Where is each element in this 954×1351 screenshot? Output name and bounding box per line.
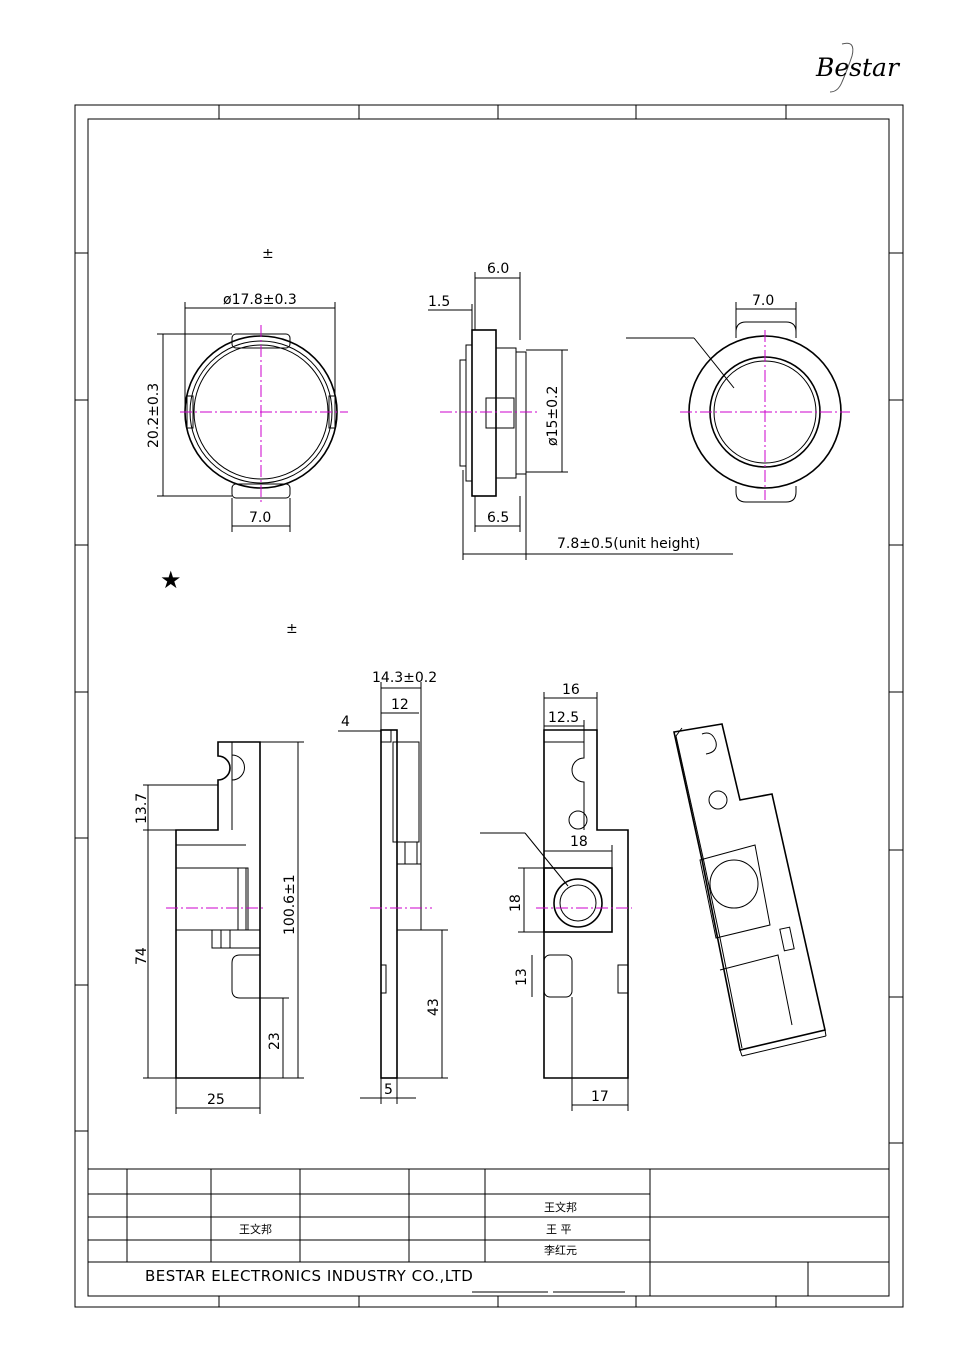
star-icon: ★: [160, 566, 182, 594]
side-flange-label: 4: [341, 714, 350, 730]
front-tab-width-label: 7.0: [249, 510, 271, 526]
bracket-front-view: 13.7 74 100.6±1 23 25: [134, 741, 304, 1114]
side-depth-label: 6.0: [487, 261, 509, 277]
unit-height-label: 7.8±0.5(unit height): [557, 536, 700, 552]
back-hole-height-label: 18: [508, 894, 524, 912]
title-block: 王文邦 王 平 李红元 王文邦 BESTAR ELECTRONICS INDUS…: [88, 1168, 889, 1296]
bracket-side-view: 14.3±0.2 12 4 43 5: [338, 670, 448, 1104]
front-diameter-label: ø17.8±0.3: [223, 292, 297, 308]
tolerance-symbol-top: ±: [262, 246, 274, 262]
speaker-side-view: 6.0 1.5 ø15±0.2 6.5 7.8±0.5(unit height): [428, 261, 733, 560]
bestar-logo: Bestar: [812, 38, 912, 98]
title-name-1: 王文邦: [544, 1200, 577, 1214]
bracket-total-height-label: 100.6±1: [282, 874, 298, 935]
side-inner-width-label: 12: [391, 697, 409, 713]
back-total-label: 16: [562, 682, 580, 698]
side-lower-height-label: 43: [426, 998, 442, 1016]
tolerance-symbol-bottom: ±: [286, 621, 298, 637]
logo-text: Bestar: [815, 53, 901, 82]
side-total-width-label: 14.3±0.2: [372, 670, 437, 686]
front-height-label: 20.2±0.3: [146, 383, 162, 448]
side-base-label: 6.5: [487, 510, 509, 526]
title-name-4: 王文邦: [239, 1222, 272, 1236]
drawing-frame: [74, 104, 904, 1308]
speaker-front-view: ø17.8±0.3 20.2±0.3 7.0: [146, 292, 348, 532]
bracket-bottom-step-label: 23: [267, 1032, 283, 1050]
back-hole-width-label: 18: [570, 834, 588, 850]
side-diameter-label: ø15±0.2: [545, 386, 561, 446]
bracket-isometric-view: [673, 723, 827, 1057]
back-bottom-width-label: 17: [591, 1089, 609, 1105]
bracket-width-label: 25: [207, 1092, 225, 1108]
bracket-top-offset-label: 13.7: [134, 793, 150, 824]
back-slot-height-label: 13: [514, 968, 530, 986]
bracket-back-view: 16 12.5 18 18 13 17: [480, 682, 632, 1111]
speaker-back-view: 7.0: [626, 293, 850, 503]
back-tab-width-label: 7.0: [752, 293, 774, 309]
back-inner-label: 12.5: [548, 710, 579, 726]
title-name-3: 李红元: [544, 1243, 577, 1257]
side-base-label: 5: [384, 1082, 393, 1098]
bracket-lower-height-label: 74: [134, 947, 150, 965]
side-flange-label: 1.5: [428, 294, 450, 310]
company-name: BESTAR ELECTRONICS INDUSTRY CO.,LTD: [145, 1267, 473, 1285]
title-name-2: 王 平: [546, 1223, 572, 1236]
